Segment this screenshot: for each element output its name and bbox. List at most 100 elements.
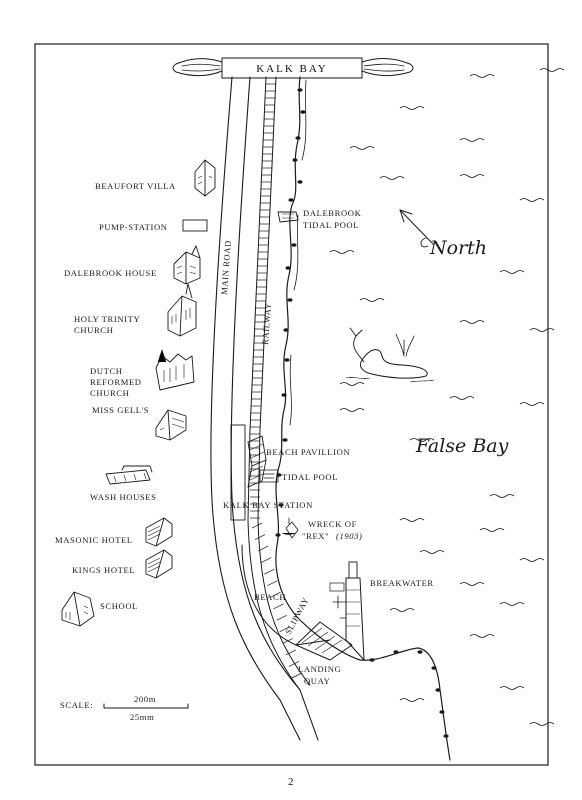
wave-mark xyxy=(449,396,475,400)
main-road-label: MAIN ROAD xyxy=(219,240,233,295)
railway-label: RAILWAY xyxy=(260,302,273,345)
station-platform xyxy=(230,424,246,521)
wave-mark xyxy=(519,402,545,406)
coastal-rock xyxy=(297,88,303,92)
railway-sleeper xyxy=(276,614,287,621)
coastal-rock xyxy=(284,358,290,362)
beaufort-villa-building xyxy=(194,159,216,197)
wave-mark xyxy=(539,68,565,72)
wave-mark xyxy=(499,686,525,690)
school-building xyxy=(61,591,95,627)
dutch-label-3: CHURCH xyxy=(90,388,129,398)
wave-mark xyxy=(399,518,425,522)
coastal-rock xyxy=(285,266,291,270)
wave-mark xyxy=(479,528,505,532)
coastal-rock xyxy=(393,650,399,654)
wave-mark xyxy=(489,494,515,498)
breakwater xyxy=(329,561,365,661)
false-bay-label: False Bay xyxy=(415,435,509,457)
beach-pavillion-building xyxy=(247,435,267,488)
north-arrow-icon xyxy=(399,209,434,248)
railway xyxy=(247,76,311,691)
coastal-rock xyxy=(435,688,441,692)
railway-sleeper xyxy=(291,672,303,679)
wave-mark xyxy=(459,582,485,586)
coastal-rock xyxy=(283,328,289,332)
school-label: SCHOOL xyxy=(100,601,138,611)
wave-mark xyxy=(399,698,425,702)
main-road xyxy=(210,76,319,741)
railway-sleeper xyxy=(273,603,284,610)
kings-hotel-building xyxy=(145,549,173,579)
wave-mark xyxy=(519,198,545,202)
wreck-label-1: WRECK OF xyxy=(308,519,357,529)
title-banner: KALK BAY xyxy=(172,57,414,79)
kalk-bay-station-label: KALK BAY STATION xyxy=(223,500,313,510)
railway-sleeper xyxy=(267,580,278,587)
railway-sleeper xyxy=(270,591,281,598)
sea-waves xyxy=(329,68,565,726)
coastal-rock xyxy=(417,650,423,654)
scale-bar: SCALE: 200m 25mm xyxy=(60,694,189,722)
coastal-rock xyxy=(295,136,301,140)
wave-mark xyxy=(519,558,545,562)
wreck-year-label: (1903) xyxy=(336,531,363,541)
landing-label: LANDING xyxy=(298,664,341,674)
landing-quay xyxy=(295,621,353,661)
wave-mark xyxy=(469,634,495,638)
wave-mark xyxy=(459,320,485,324)
railway-sleeper xyxy=(279,626,290,633)
wave-mark xyxy=(469,74,495,78)
tidal-pool-feature xyxy=(259,469,279,483)
railway-sleeper xyxy=(257,545,269,552)
wave-mark xyxy=(409,438,435,442)
scale-bottom-label: 25mm xyxy=(130,712,154,722)
beach-pavillion-label: BEACH PAVILLION xyxy=(266,447,350,457)
wave-mark xyxy=(459,138,485,142)
wave-mark xyxy=(389,608,415,612)
dutch-reformed-church-building xyxy=(155,349,195,391)
wave-mark xyxy=(359,298,385,302)
railway-sleeper xyxy=(264,568,275,575)
tidal-pool-label-2: TIDAL POOL xyxy=(282,472,338,482)
coastal-rock xyxy=(291,243,297,247)
wave-mark xyxy=(459,174,485,178)
coastal-rock xyxy=(297,180,303,184)
wave-mark xyxy=(349,146,375,150)
wave-mark xyxy=(499,602,525,606)
wave-mark xyxy=(529,328,555,332)
page-number: 2 xyxy=(288,776,294,788)
coastal-rock xyxy=(292,158,298,162)
holy-trinity-label-2: CHURCH xyxy=(74,325,113,335)
wave-mark xyxy=(499,270,525,274)
beach-shore xyxy=(241,544,331,646)
railway-sleeper xyxy=(261,557,272,563)
coastal-rock xyxy=(278,503,284,507)
coastal-rock xyxy=(431,666,437,670)
coastal-rock xyxy=(275,533,281,537)
coastal-rock xyxy=(288,198,294,202)
wave-mark xyxy=(419,550,445,554)
dutch-label-2: REFORMED xyxy=(90,377,142,387)
wave-mark xyxy=(339,408,365,412)
coastal-rock xyxy=(300,110,306,114)
dutch-label-1: DUTCH xyxy=(90,366,123,376)
miss-gells-building xyxy=(155,409,187,441)
miss-gells-label: MISS GELL'S xyxy=(92,405,149,415)
masonic-hotel-building xyxy=(145,517,173,547)
wash-houses-building xyxy=(105,465,153,485)
wash-houses-label: WASH HOUSES xyxy=(90,492,157,502)
railway-sleeper xyxy=(254,534,266,540)
map-title: KALK BAY xyxy=(256,63,328,75)
slipway-label: SLIPWAY xyxy=(283,595,311,636)
breakwater-label: BREAKWATER xyxy=(370,578,434,588)
scale-top-label: 200m xyxy=(134,694,156,704)
coastline xyxy=(275,76,451,761)
wave-mark xyxy=(379,176,405,180)
coastal-rock xyxy=(287,298,293,302)
dalebrook-tidal-pool xyxy=(277,211,299,223)
railway-sleeper xyxy=(288,661,300,667)
coastal-rock xyxy=(443,734,449,738)
masonic-hotel-label: MASONIC HOTEL xyxy=(55,535,133,545)
beach-label: BEACH xyxy=(254,592,286,602)
